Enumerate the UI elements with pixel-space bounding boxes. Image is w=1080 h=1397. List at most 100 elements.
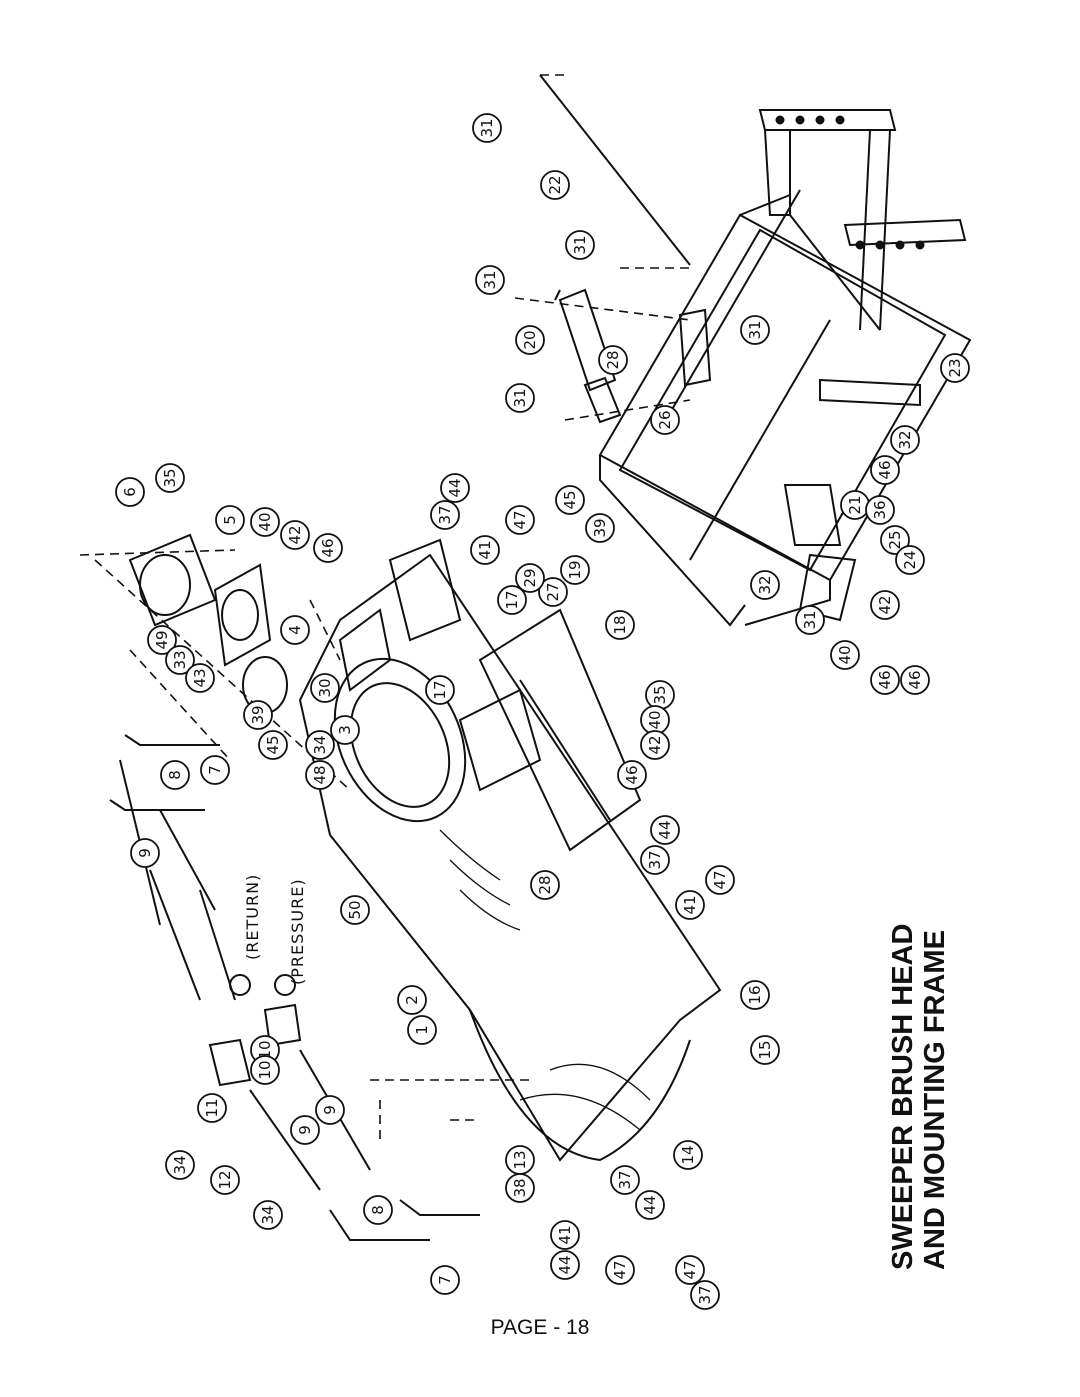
part-callout-26: 26 xyxy=(650,405,680,435)
callout-number: 49 xyxy=(153,630,171,649)
part-callout-48: 48 xyxy=(305,760,335,790)
part-callout-8: 8 xyxy=(363,1195,393,1225)
callout-number: 38 xyxy=(511,1178,529,1197)
part-callout-34: 34 xyxy=(253,1200,283,1230)
callout-circle xyxy=(363,1195,393,1225)
callout-circle xyxy=(635,1190,665,1220)
callout-circle xyxy=(185,663,215,693)
part-callout-50: 50 xyxy=(340,895,370,925)
callout-number: 34 xyxy=(311,735,329,754)
part-callout-36: 36 xyxy=(865,495,895,525)
part-callout-44: 44 xyxy=(550,1250,580,1280)
callout-number: 34 xyxy=(259,1205,277,1224)
part-callout-31: 31 xyxy=(565,230,595,260)
callout-number: 31 xyxy=(478,118,496,137)
callout-number: 28 xyxy=(604,350,622,369)
callout-circle xyxy=(147,625,177,655)
callout-number: 9 xyxy=(296,1125,314,1135)
part-callout-41: 41 xyxy=(470,535,500,565)
callout-number: 36 xyxy=(871,500,889,519)
part-callout-34: 34 xyxy=(165,1150,195,1180)
callout-number: 44 xyxy=(446,478,464,497)
callout-number: 35 xyxy=(161,468,179,487)
part-callout-40: 40 xyxy=(830,640,860,670)
callout-number: 16 xyxy=(746,985,764,1004)
callout-circle xyxy=(640,730,670,760)
callout-circle xyxy=(795,605,825,635)
part-callout-41: 41 xyxy=(550,1220,580,1250)
part-callout-31: 31 xyxy=(795,605,825,635)
hydraulic-hoses: (RETURN) (PRESSURE) xyxy=(109,734,530,1241)
callout-number: 18 xyxy=(611,615,629,634)
callout-circle xyxy=(675,1255,705,1285)
part-callout-43: 43 xyxy=(185,663,215,693)
callout-number: 40 xyxy=(836,645,854,664)
callout-circle xyxy=(280,615,310,645)
callout-number: 8 xyxy=(369,1205,387,1215)
callout-circle xyxy=(305,760,335,790)
callout-circle xyxy=(160,760,190,790)
callout-number: 4 xyxy=(286,625,304,635)
callout-circle xyxy=(155,463,185,493)
callout-circle xyxy=(505,383,535,413)
callout-circle xyxy=(750,570,780,600)
part-callout-17: 17 xyxy=(497,585,527,615)
callout-circle xyxy=(505,1173,535,1203)
diagram-title: SWEEPER BRUSH HEAD AND MOUNTING FRAME xyxy=(887,924,951,1270)
callout-number: 37 xyxy=(696,1285,714,1304)
callout-circle xyxy=(895,545,925,575)
callout-circle xyxy=(650,405,680,435)
callout-circle xyxy=(470,535,500,565)
callout-circle xyxy=(440,473,470,503)
callout-circle xyxy=(472,113,502,143)
callout-circle xyxy=(243,700,273,730)
part-callout-5: 5 xyxy=(215,505,245,535)
callout-circle xyxy=(505,505,535,535)
callout-number: 33 xyxy=(171,650,189,669)
part-callout-19: 19 xyxy=(560,555,590,585)
callout-number: 23 xyxy=(946,358,964,377)
part-callout-40: 40 xyxy=(250,507,280,537)
part-callout-17: 17 xyxy=(425,675,455,705)
callout-number: 20 xyxy=(521,330,539,349)
callout-circle xyxy=(165,645,195,675)
callout-circle xyxy=(515,325,545,355)
title-line-1: SWEEPER BRUSH HEAD xyxy=(887,924,919,1270)
part-callout-21: 21 xyxy=(840,490,870,520)
part-callout-1: 1 xyxy=(407,1015,437,1045)
callout-number: 22 xyxy=(546,175,564,194)
callout-number: 29 xyxy=(521,568,539,587)
callout-circle xyxy=(165,1150,195,1180)
callout-circle xyxy=(250,507,280,537)
callout-number: 41 xyxy=(681,895,699,914)
callout-circle xyxy=(397,985,427,1015)
callout-number: 31 xyxy=(746,320,764,339)
part-callout-14: 14 xyxy=(673,1140,703,1170)
part-callout-42: 42 xyxy=(640,730,670,760)
callout-number: 46 xyxy=(876,670,894,689)
part-callout-37: 37 xyxy=(610,1165,640,1195)
part-callout-35: 35 xyxy=(155,463,185,493)
part-callout-11: 11 xyxy=(197,1093,227,1123)
callout-circle xyxy=(340,895,370,925)
callout-circle xyxy=(130,838,160,868)
part-callout-7: 7 xyxy=(200,755,230,785)
part-callout-46: 46 xyxy=(870,455,900,485)
lift-cylinder-group xyxy=(514,74,712,424)
part-callout-42: 42 xyxy=(280,520,310,550)
part-callout-6: 6 xyxy=(115,477,145,507)
part-callout-31: 31 xyxy=(475,265,505,295)
callout-circle xyxy=(865,495,895,525)
part-callout-37: 37 xyxy=(430,500,460,530)
callout-number: 7 xyxy=(206,765,224,775)
callout-number: 41 xyxy=(476,540,494,559)
callout-number: 48 xyxy=(311,765,329,784)
callout-circle xyxy=(880,525,910,555)
part-callout-31: 31 xyxy=(472,113,502,143)
callout-number: 13 xyxy=(511,1150,529,1169)
part-callout-22: 22 xyxy=(540,170,570,200)
callout-circle xyxy=(740,315,770,345)
part-callout-47: 47 xyxy=(675,1255,705,1285)
callout-circle xyxy=(330,715,360,745)
